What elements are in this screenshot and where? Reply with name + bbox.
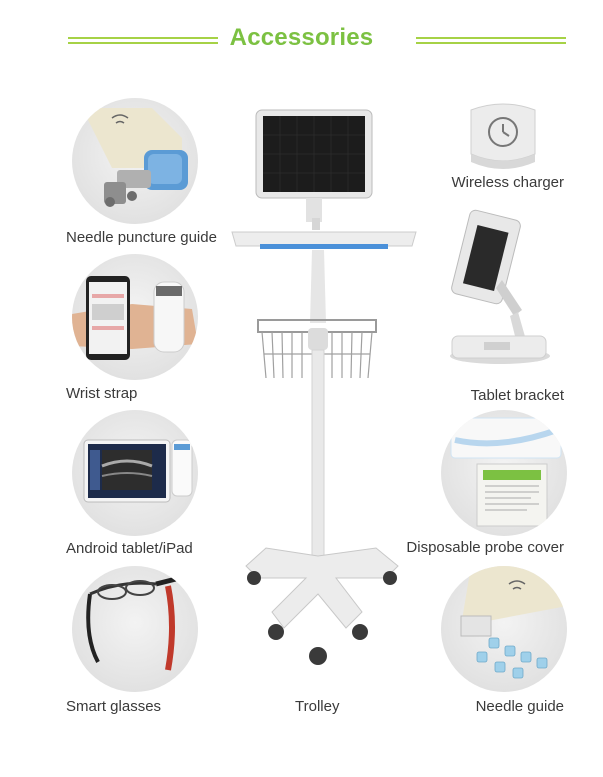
label-smart-glasses: Smart glasses bbox=[66, 698, 162, 715]
label-wireless-charger: Wireless charger bbox=[451, 174, 564, 191]
page-title: Accessories bbox=[229, 24, 374, 51]
label-disposable-probe-cover: Disposable probe cover bbox=[406, 539, 564, 556]
label-tablet-bracket: Tablet bracket bbox=[470, 387, 564, 404]
wrist-strap-image bbox=[72, 254, 198, 380]
label-wrist-strap: Wrist strap bbox=[66, 385, 138, 402]
trolley-image bbox=[226, 108, 426, 678]
label-needle-guide: Needle guide bbox=[475, 698, 564, 715]
tablet-bracket-image bbox=[444, 208, 554, 368]
smart-glasses-image bbox=[72, 566, 198, 692]
header-rule-left bbox=[68, 37, 218, 44]
page-header: Accessories bbox=[0, 22, 603, 62]
needle-guide-image bbox=[441, 566, 567, 692]
label-android-tablet: Android tablet/iPad bbox=[66, 540, 193, 557]
wireless-charger-image bbox=[463, 96, 543, 176]
label-trolley: Trolley bbox=[295, 698, 340, 715]
disposable-probe-cover-image bbox=[441, 410, 567, 536]
android-tablet-image bbox=[72, 410, 198, 536]
needle-puncture-guide-image bbox=[72, 98, 198, 224]
label-needle-puncture-guide: Needle puncture guide bbox=[66, 229, 217, 246]
header-rule-right bbox=[416, 37, 566, 44]
